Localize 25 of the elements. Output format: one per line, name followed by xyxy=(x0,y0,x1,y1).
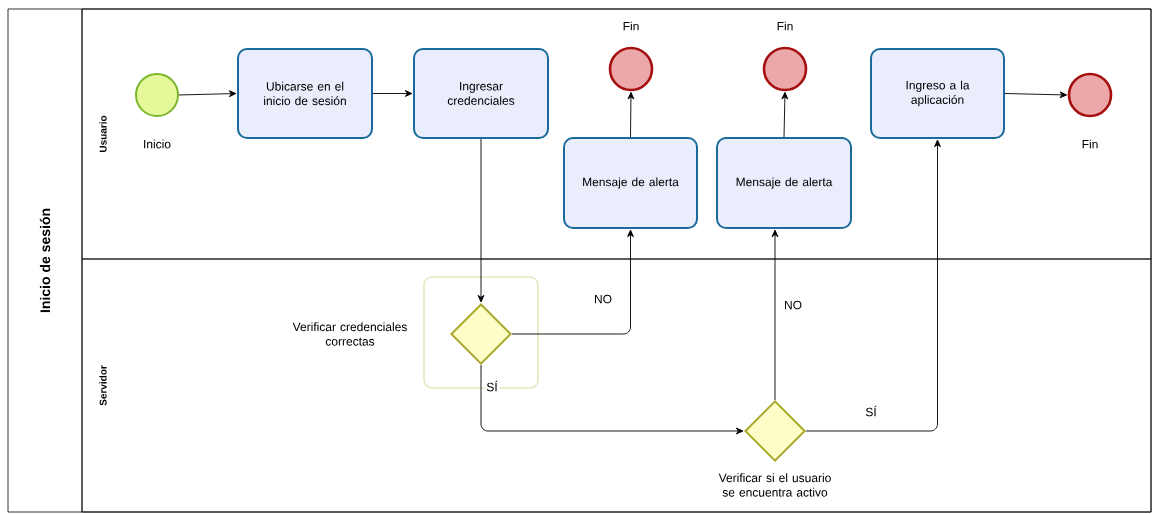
node-label: Verificar si el usuario se encuentra activo xyxy=(718,473,831,497)
arrow xyxy=(1004,91,1068,99)
edge-label: SÍ xyxy=(863,404,879,418)
arrow xyxy=(480,364,744,435)
task-box: Mensaje de alerta xyxy=(716,137,852,229)
arrow xyxy=(781,91,789,138)
arrow xyxy=(805,139,941,432)
arrow xyxy=(178,90,237,98)
arrow xyxy=(771,229,779,401)
task-box: Mensaje de alerta xyxy=(563,137,698,229)
node-label: Fin xyxy=(777,21,793,31)
task-box: Ingresar credenciales xyxy=(413,48,549,139)
edge-label: NO xyxy=(592,293,614,305)
edge-label: NO xyxy=(782,299,804,311)
edge-label: SÍ xyxy=(484,379,500,393)
node-label: Fin xyxy=(623,21,639,31)
task-box: Ubicarse en el inicio de sesión xyxy=(237,48,373,139)
arrow xyxy=(511,229,634,335)
node-label: Verificar credenciales correctas xyxy=(292,322,407,346)
task-box: Ingreso a la aplicación xyxy=(870,48,1005,139)
arrow xyxy=(477,138,485,303)
node-label: Fin xyxy=(1082,139,1098,149)
node-label: Inicio xyxy=(144,139,171,149)
arrow xyxy=(372,90,413,97)
arrow xyxy=(627,91,635,138)
